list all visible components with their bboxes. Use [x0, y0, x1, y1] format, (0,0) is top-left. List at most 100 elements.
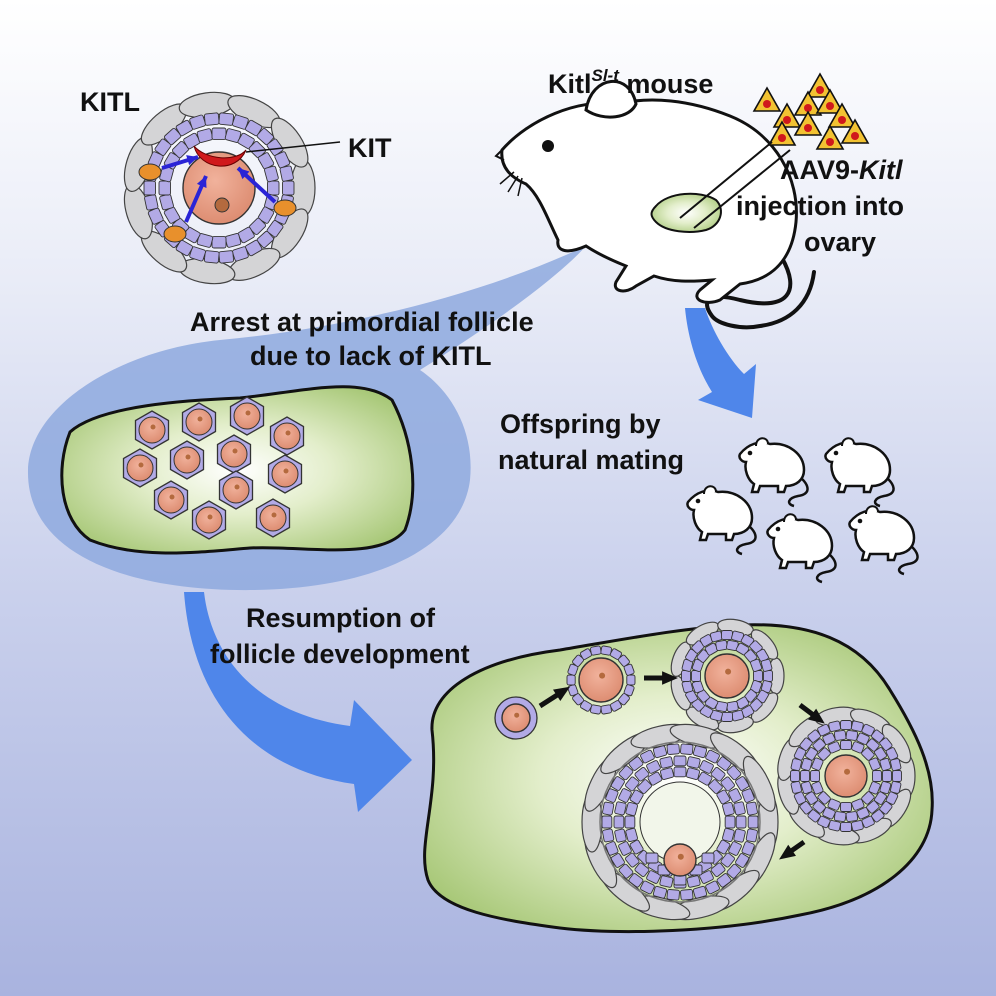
offspring-mouse [766, 513, 837, 584]
granulosa-cell [279, 165, 294, 182]
pup-body [824, 441, 892, 494]
granulosa-cell [833, 729, 847, 741]
oocyte [663, 843, 697, 877]
granulosa-cell [681, 670, 691, 682]
theca-cell [742, 755, 776, 812]
granulosa-cell [840, 740, 852, 750]
arrest-label-line1: Arrest at primordial follicle [190, 307, 534, 337]
granulosa-cell [609, 700, 623, 712]
granulosa-cell [625, 852, 640, 868]
primordial-follicle [134, 410, 170, 450]
oocyte-nucleus [169, 494, 175, 500]
primordial-follicles [122, 396, 305, 540]
aav-particle [815, 88, 845, 114]
granulosa-cell [634, 767, 650, 782]
granulosa-cell [666, 889, 680, 901]
pup-ear [841, 437, 855, 447]
injection-line-2 [693, 149, 791, 229]
granulosa-cell [605, 841, 619, 856]
granulosa-cell [602, 828, 615, 843]
oocyte-nucleus [285, 430, 291, 436]
offspring-mice [686, 437, 919, 584]
granulosa-cell [800, 781, 813, 795]
granulosa-cell [721, 712, 733, 722]
pup-eye [857, 518, 863, 524]
granulosa-cell [629, 789, 644, 805]
aav-particle [840, 118, 870, 144]
oocyte [182, 151, 256, 225]
pup-eye [695, 498, 701, 504]
resumption-label-line1: Resumption of [246, 603, 435, 633]
granulosa-cell [879, 781, 892, 795]
granulosa-cell [793, 747, 807, 761]
granulosa-cell [625, 776, 640, 792]
offspring-mouse [848, 505, 919, 576]
pup-body [848, 509, 916, 562]
aav-capsid [752, 86, 782, 112]
granulosa-cell [699, 760, 714, 774]
granulosa-cell [625, 827, 638, 843]
oocyte-nucleus [150, 424, 156, 430]
aav-genome [851, 132, 859, 140]
mouse-strain-label: KitlSl-t mouse [548, 62, 713, 100]
granulosa-cell [879, 737, 893, 751]
aav-particle [827, 102, 857, 128]
pup-body [686, 489, 754, 542]
oocyte [578, 657, 624, 703]
oocyte-nucleus [197, 416, 203, 422]
granulosa-cell [856, 807, 870, 820]
antral-stage-follicle [581, 723, 779, 921]
granulosa-cell [624, 815, 636, 829]
granulosa-cell [866, 738, 880, 752]
granulosa-cell [647, 771, 663, 786]
granulosa-cell [686, 875, 701, 888]
granulosa-cell [890, 780, 902, 794]
follicle-development-stages [494, 618, 916, 921]
granulosa-cell [728, 841, 742, 856]
granulosa-cell [154, 138, 172, 156]
resumption-label-line2: follicle development [210, 639, 470, 669]
granulosa-cell [159, 193, 174, 211]
primordial-follicle [122, 448, 158, 488]
granulosa-cell [722, 827, 735, 843]
granulosa-cell [652, 885, 668, 899]
granulosa-cell [626, 674, 636, 686]
granulosa-cell [708, 779, 723, 794]
granulosa-cell [601, 815, 613, 829]
granulosa-cell [817, 723, 831, 737]
granulosa-cell [144, 194, 159, 211]
pup-body [766, 517, 834, 570]
basement-membrane [599, 741, 761, 903]
primary-stage-follicle [566, 645, 636, 715]
granulosa-cell [817, 747, 831, 761]
granulosa-cell [666, 743, 680, 755]
kitl-signal-arrowhead [186, 155, 198, 166]
granulosa-cell [614, 801, 627, 816]
primordial-follicle [216, 434, 252, 474]
oocyte [259, 504, 287, 532]
granulosa-cell [753, 670, 763, 682]
flow-arrow-to-offspring [685, 308, 756, 418]
granulosa-cell [817, 791, 831, 805]
granulosa-cell [175, 239, 194, 257]
primordial-follicle [229, 396, 265, 436]
granulosa-cell [828, 720, 842, 732]
multilayer-stage-follicle [777, 706, 916, 846]
stage-arrowhead [553, 686, 571, 702]
aav-genome [804, 104, 812, 112]
granulosa-cell [634, 862, 650, 877]
granulosa-cell [189, 246, 206, 262]
granulosa-cell [827, 741, 841, 754]
granulosa-cell [590, 704, 602, 715]
granulosa-cell [628, 756, 644, 771]
granulosa-cell [827, 798, 841, 811]
granulosa-cell [697, 771, 713, 786]
pup-ear [703, 485, 717, 495]
granulosa-cell [617, 693, 630, 706]
ovary-label: ovary [804, 227, 877, 257]
granulosa-cell [637, 779, 652, 794]
oocyte-nucleus [271, 512, 277, 518]
oocyte [273, 422, 301, 450]
granulosa-cell [861, 815, 875, 829]
granulosa-cell [590, 645, 602, 656]
